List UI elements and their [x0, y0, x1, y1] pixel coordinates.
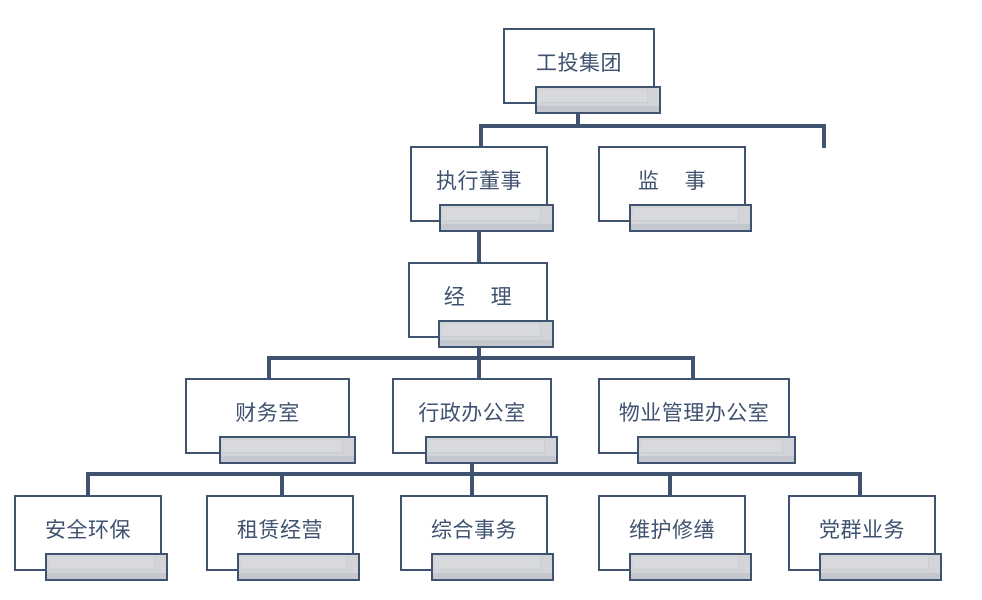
- org-node-label: 监 事: [637, 170, 707, 193]
- org-node-label: 物业管理办公室: [618, 402, 770, 425]
- org-node-label: 安全环保: [45, 519, 131, 542]
- org-node-accent-bar: [219, 436, 356, 464]
- connector-trunk-n2-down: [477, 220, 481, 264]
- org-node-accent-bar: [438, 320, 554, 348]
- org-node-label: 经 理: [443, 286, 513, 309]
- org-node-label: 行政办公室: [418, 402, 526, 425]
- connector-drop-n2: [479, 124, 483, 148]
- org-node-n4[interactable]: 经 理: [408, 262, 554, 348]
- connector-drop-n8: [86, 472, 90, 497]
- connector-drop-n7: [691, 356, 695, 380]
- org-node-n1[interactable]: 工投集团: [503, 28, 661, 114]
- connector-trunk-n6-down: [470, 452, 474, 476]
- org-node-accent-bar: [439, 204, 554, 232]
- org-node-accent-bar: [237, 553, 360, 581]
- org-node-accent-bar: [637, 436, 796, 464]
- connector-drop-n5: [267, 356, 271, 380]
- org-node-n3[interactable]: 监 事: [598, 146, 752, 232]
- org-node-accent-bar: [819, 553, 942, 581]
- org-node-accent-bar: [629, 204, 752, 232]
- connector-drop-n10: [470, 472, 474, 497]
- connector-drop-n6: [477, 356, 481, 380]
- org-node-accent-bar: [629, 553, 752, 581]
- org-node-n6[interactable]: 行政办公室: [392, 378, 558, 464]
- org-node-n7[interactable]: 物业管理办公室: [598, 378, 796, 464]
- connector-trunk-n4-down: [477, 336, 481, 360]
- org-node-n11[interactable]: 维护修缮: [598, 495, 752, 581]
- org-node-accent-bar: [431, 553, 554, 581]
- org-node-n2[interactable]: 执行董事: [410, 146, 554, 232]
- connector-bus-level2: [479, 124, 826, 128]
- org-node-label: 财务室: [235, 402, 300, 425]
- org-node-label: 党群业务: [819, 519, 905, 542]
- org-node-accent-bar: [425, 436, 558, 464]
- connector-trunk-n1-down: [576, 104, 580, 126]
- connector-drop-n9: [280, 472, 284, 497]
- org-node-label: 综合事务: [431, 519, 517, 542]
- org-node-n9[interactable]: 租赁经营: [206, 495, 360, 581]
- org-node-label: 执行董事: [436, 170, 522, 193]
- org-node-label: 维护修缮: [629, 519, 715, 542]
- org-node-accent-bar: [45, 553, 168, 581]
- connector-drop-n3: [822, 124, 826, 148]
- org-node-label: 租赁经营: [237, 519, 323, 542]
- org-node-n5[interactable]: 财务室: [185, 378, 356, 464]
- org-node-n10[interactable]: 综合事务: [400, 495, 554, 581]
- connector-drop-n11: [668, 472, 672, 497]
- connector-drop-n12: [858, 472, 862, 497]
- connector-bus-level5: [86, 472, 862, 476]
- org-node-label: 工投集团: [536, 52, 622, 75]
- org-node-accent-bar: [535, 86, 661, 114]
- connector-bus-level4: [267, 356, 695, 360]
- org-node-n8[interactable]: 安全环保: [14, 495, 168, 581]
- org-node-n12[interactable]: 党群业务: [788, 495, 942, 581]
